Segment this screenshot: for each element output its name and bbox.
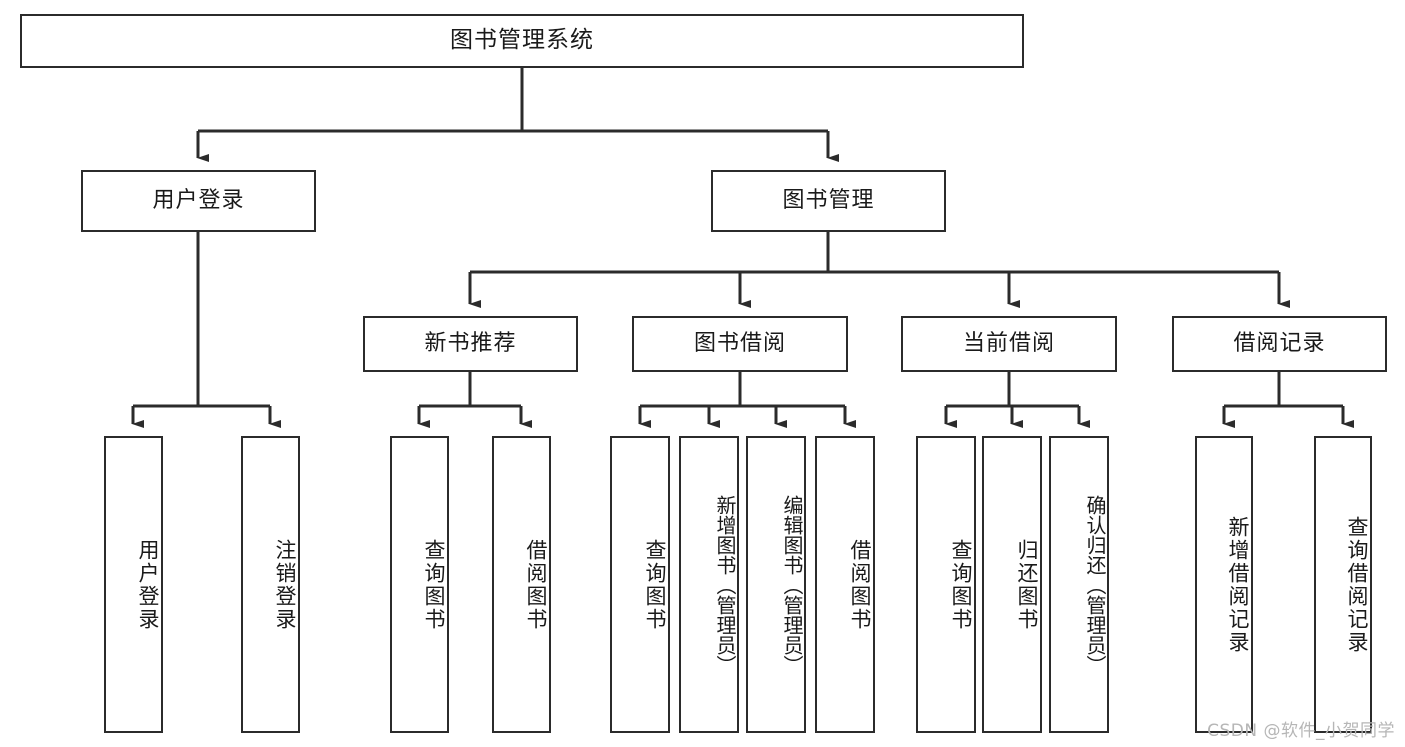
leaf-user-login-login[interactable]: 用户登录 <box>104 436 163 733</box>
leaf-borrow-query-book[interactable]: 查询图书 <box>610 436 670 733</box>
node-new-book-recommend[interactable]: 新书推荐 <box>363 316 578 372</box>
leaf-recommend-query-book[interactable]: 查询图书 <box>390 436 449 733</box>
node-book-management[interactable]: 图书管理 <box>711 170 946 232</box>
node-current-borrow[interactable]: 当前借阅 <box>901 316 1117 372</box>
leaf-borrow-borrow-book[interactable]: 借阅图书 <box>815 436 875 733</box>
leaf-borrow-edit-book-admin[interactable]: 编辑图书（管理员） <box>746 436 806 733</box>
node-root-system[interactable]: 图书管理系统 <box>20 14 1024 68</box>
leaf-user-login-logout[interactable]: 注销登录 <box>241 436 300 733</box>
leaf-record-query-record[interactable]: 查询借阅记录 <box>1314 436 1372 733</box>
leaf-current-return-book[interactable]: 归还图书 <box>982 436 1042 733</box>
leaf-record-add-record[interactable]: 新增借阅记录 <box>1195 436 1253 733</box>
node-user-login[interactable]: 用户登录 <box>81 170 316 232</box>
node-borrow-record[interactable]: 借阅记录 <box>1172 316 1387 372</box>
leaf-current-confirm-return-admin[interactable]: 确认归还（管理员） <box>1049 436 1109 733</box>
leaf-borrow-add-book-admin[interactable]: 新增图书（管理员） <box>679 436 739 733</box>
leaf-current-query-book[interactable]: 查询图书 <box>916 436 976 733</box>
csdn-watermark: CSDN @软件_小贺同学 <box>1207 721 1395 741</box>
node-book-borrow[interactable]: 图书借阅 <box>632 316 848 372</box>
leaf-recommend-borrow-book[interactable]: 借阅图书 <box>492 436 551 733</box>
